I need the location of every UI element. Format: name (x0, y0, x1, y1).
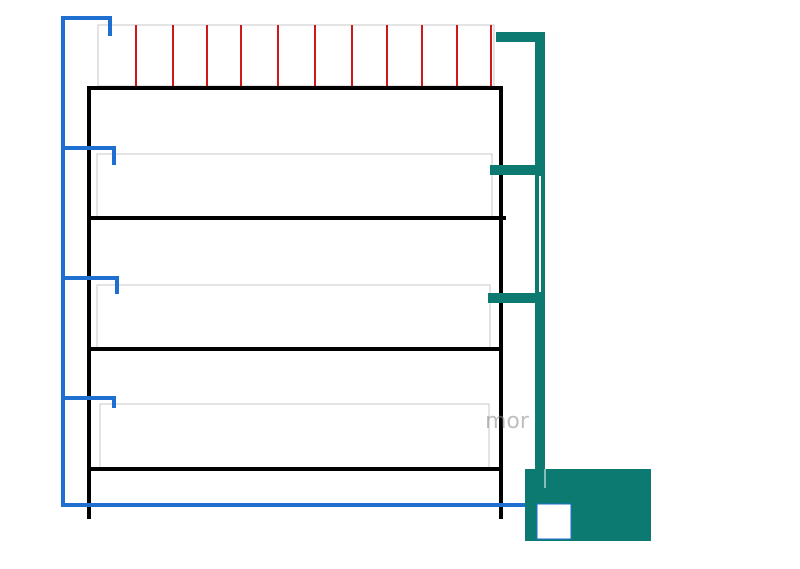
rack-frame (87, 86, 506, 519)
return-main-drop (496, 32, 545, 484)
sump (525, 469, 651, 541)
supply-main-riser (61, 16, 539, 507)
tank-1 (97, 24, 495, 87)
tank-4 (99, 403, 490, 469)
sump-inlet-box (536, 503, 572, 540)
tank-3 (96, 284, 491, 349)
supply-branch-2 (61, 146, 116, 165)
supply-pipe (61, 16, 539, 507)
supply-branch-4 (61, 396, 116, 408)
tank-1-dividers (135, 25, 492, 88)
tank-2 (96, 153, 493, 219)
watermark-text: mor (485, 409, 530, 434)
return-pipe (488, 32, 545, 484)
tanks (96, 24, 495, 469)
supply-branch-3 (61, 276, 119, 294)
